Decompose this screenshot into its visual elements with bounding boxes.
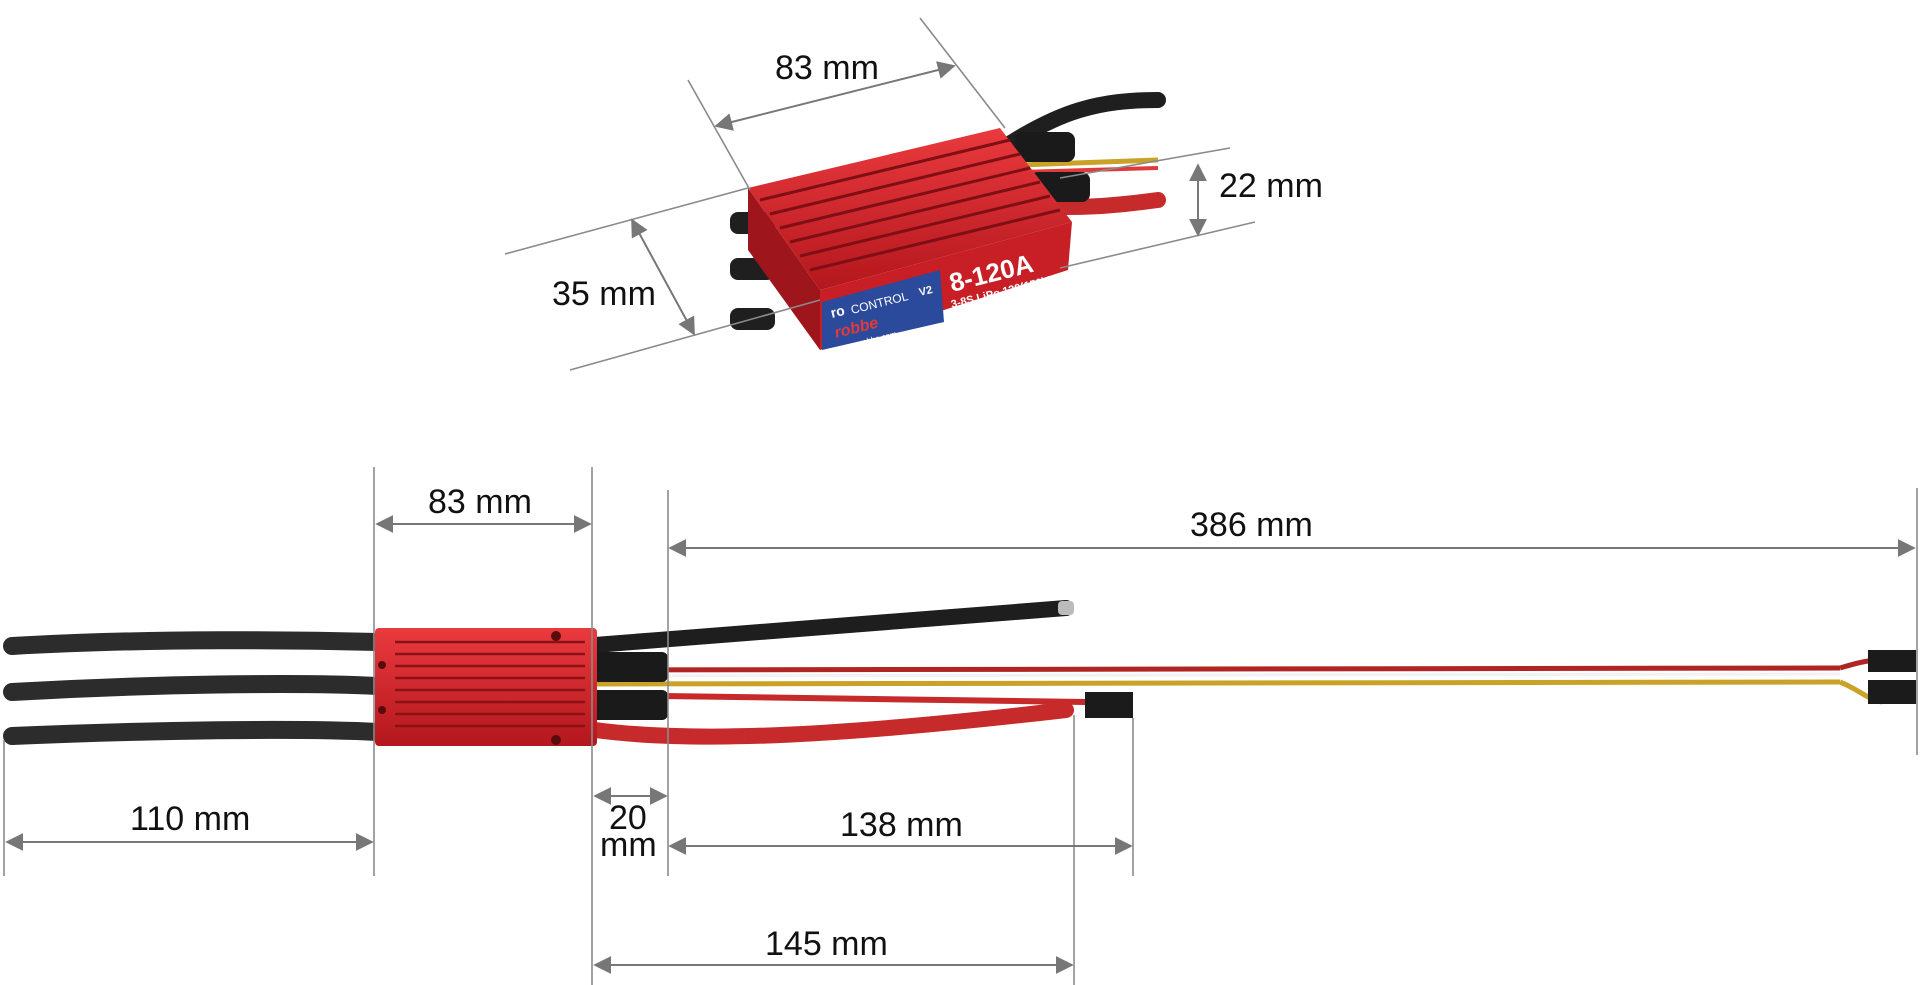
housing-screw-4: [378, 706, 386, 714]
battery-wires-label: 145 mm: [765, 925, 888, 963]
top-brand-prefix: ro: [829, 302, 846, 321]
esc-perspective-view: ro CONTROL V2 robbe www.robbe.com 8-120A…: [730, 92, 1166, 352]
top-width-label: 35 mm: [552, 275, 656, 313]
esc-plan-view: [3, 600, 1916, 746]
servo-wire-yellow: [594, 679, 1841, 687]
servo-wire-white: [594, 672, 1841, 678]
esc-housing: [375, 628, 597, 746]
housing-screw-1: [551, 631, 561, 641]
top-servo-wires: [1019, 157, 1159, 168]
top-housing-side: [748, 188, 820, 350]
sensor-connector: [1085, 692, 1133, 718]
gap-label-line2: mm: [600, 826, 657, 864]
body-length-label: 83 mm: [428, 483, 532, 521]
top-heatsink-fins: [759, 138, 1061, 272]
battery-wire-red: [587, 702, 1074, 745]
battery-wire-black: [587, 600, 1074, 653]
capacitor-1: [590, 652, 668, 682]
top-length-label: 83 mm: [775, 49, 879, 87]
motor-wire-2: [3, 675, 387, 701]
bottom-dimension-lines: [3, 467, 1918, 985]
sensor-lead-label: 138 mm: [840, 806, 963, 844]
gap-label-line1: 20: [609, 799, 647, 837]
motor-wires-label: 110 mm: [130, 800, 250, 838]
top-dimension-lines: [504, 17, 1256, 371]
servo-wire-red: [594, 665, 1841, 673]
servo-lead-label: 386 mm: [1190, 506, 1313, 544]
motor-wire-1: [3, 631, 387, 655]
motor-wire-3: [3, 720, 387, 745]
top-height-label: 22 mm: [1219, 167, 1323, 205]
servo-connector-1: [1868, 650, 1916, 672]
top-capacitor-1: [1015, 132, 1075, 162]
battery-wire-tip: [1058, 601, 1074, 615]
capacitor-2: [590, 690, 668, 720]
top-blue-label: [822, 270, 944, 350]
servo-connector-2: [1868, 680, 1916, 704]
sensor-wire: [594, 692, 1086, 705]
housing-screw-2: [551, 735, 561, 745]
top-brand-version: V2: [918, 284, 934, 299]
housing-fins: [395, 640, 585, 728]
housing-screw-3: [378, 661, 386, 669]
